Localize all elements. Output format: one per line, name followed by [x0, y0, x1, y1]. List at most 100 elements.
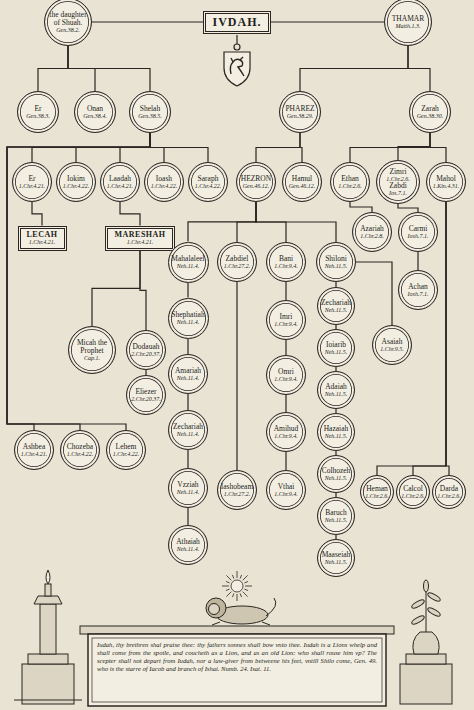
text-stack: LECAH1.Chr.4.21.: [27, 231, 58, 246]
person-name: Vzziah: [177, 481, 200, 489]
person-circle: Bani1.Chr.9.4.: [266, 242, 306, 282]
text-stack: Azariah1.Chr.2.8.: [360, 225, 384, 239]
sunburst: [222, 571, 252, 601]
sun-ray: [243, 592, 248, 597]
person-circle: HEZRONGen.46.12.: [236, 162, 276, 202]
person-circle: ShephatiahNeh.11.4.: [168, 298, 209, 339]
lineage-line: [430, 133, 446, 162]
text-stack: Vthai1.Chr.9.4.: [274, 483, 298, 497]
text-stack: AdaiahNeh.11.5.: [325, 383, 348, 397]
person-name: HEZRON: [241, 175, 271, 183]
person-circle: MahalaleelNeh.11.4.: [168, 242, 209, 283]
person-circle: Iashobeam1.Chr.27.2.: [217, 470, 257, 510]
scripture-reference: 1.Chr.9.4.: [274, 321, 298, 327]
scripture-reference: Gen.38.30.: [417, 113, 444, 119]
person-name: IVDAH.: [212, 16, 261, 29]
person-circle: HazaiahNeh.11.5.: [317, 413, 355, 451]
text-stack: MahalaleelNeh.11.4.: [171, 255, 204, 269]
lineage-line: [285, 452, 286, 470]
person-name: Darda: [437, 485, 461, 493]
text-stack: Dodauah2.Chr.20.37.: [131, 343, 161, 357]
person-name: PHAREZ: [285, 105, 314, 113]
text-stack: Amihud1.Chr.9.4.: [274, 425, 299, 439]
text-stack: CarmiIosh.7.1.: [408, 225, 429, 239]
sun-ray: [232, 593, 234, 597]
person-name: Colhozeh: [322, 467, 351, 475]
scripture-reference: Gen.38.4.: [83, 113, 107, 119]
text-stack: Ashbea1.Chr.4.21.: [21, 443, 48, 457]
text-stack: PHAREZGen.38.29.: [285, 105, 314, 119]
lineage-line: [398, 133, 430, 160]
text-stack: Bani1.Chr.9.4.: [274, 255, 298, 269]
lineage-line: [300, 46, 408, 91]
scripture-reference: Gen.38.5.: [138, 113, 162, 119]
lineage-line: [38, 46, 68, 91]
scripture-reference: 1.Chr.2.8.: [360, 233, 384, 239]
person-name: Athaiah: [176, 538, 200, 546]
text-stack: Ioash1.Chr.4.22.: [151, 175, 178, 189]
name-box: IVDAH.: [203, 11, 271, 34]
person-name: Heman: [365, 485, 389, 493]
scripture-reference: Gen.38.29.: [285, 113, 314, 119]
person-name: Zarah: [417, 105, 444, 113]
lineage-line: [187, 508, 188, 525]
text-stack: Iokim1.Chr.4.22.: [63, 175, 90, 189]
person-circle: HamulGen.46.12.: [282, 162, 322, 202]
scripture-reference: 1.Chr.9.5.: [380, 346, 404, 352]
text-stack: AthaiahNeh.11.4.: [176, 538, 200, 552]
couchant-lion: [80, 598, 394, 634]
scripture-reference: 1.Chr.9.4.: [274, 491, 298, 497]
person-name: Imri: [274, 313, 298, 321]
person-circle: Zimri1.Chr.2.6.ZabdiIos.7.1.: [376, 160, 420, 204]
person-name: Vthai: [274, 483, 298, 491]
person-circle: THAMARMatth.1.3.: [384, 0, 432, 46]
person-circle: Er1.Chr.4.21.: [12, 162, 52, 202]
person-name: Zabdiel: [224, 255, 251, 263]
lineage-line: [188, 202, 256, 242]
lineage-line: [256, 133, 300, 162]
scripture-reference: 2.Chr.20.37.: [131, 396, 161, 402]
lineage-line: [300, 133, 302, 162]
person-circle: Heman1.Chr.2.6.: [360, 475, 394, 509]
person-name: the daughter of Shuah.: [48, 11, 89, 27]
person-circle: Darda1.Chr.2.6.: [432, 475, 466, 509]
person-name: Dodauah: [131, 343, 161, 351]
text-stack: AmariahNeh.11.4.: [175, 367, 201, 381]
sun-ray: [226, 589, 230, 591]
person-circle: Iokim1.Chr.4.22.: [56, 162, 96, 202]
scripture-reference: 1.Chr.2.6.: [365, 493, 389, 499]
sun-ray: [240, 593, 242, 597]
sun-ray: [226, 581, 230, 583]
person-name: Achan: [408, 283, 429, 291]
scripture-reference: Neh.11.5.: [325, 349, 348, 355]
person-circle: ErGen.38.3.: [17, 91, 59, 133]
scripture-reference: 1.Chr.4.21.: [107, 183, 134, 189]
text-stack: Iashobeam1.Chr.27.2.: [221, 483, 254, 497]
person-name: Zabdi: [386, 182, 410, 190]
text-stack: BaruchNeh.11.5.: [325, 509, 348, 523]
lineage-line: [256, 202, 336, 242]
person-name: Lehem: [113, 443, 140, 451]
person-name: Ioiarib: [325, 341, 348, 349]
person-name: MARESHAH: [114, 231, 165, 239]
text-stack: ColhozehNeh.11.5.: [322, 467, 351, 481]
lineage-line: [285, 395, 286, 412]
scripture-reference: Neh.11.4.: [175, 375, 201, 381]
lineage-line: [120, 202, 140, 226]
scripture-reference: Gen.46.12.: [241, 183, 271, 189]
scripture-reference: 1.Kin.4.31.: [433, 183, 460, 189]
person-circle: Laadah1.Chr.4.21.: [100, 162, 140, 202]
scripture-reference: Gen.38.2.: [48, 27, 89, 33]
person-circle: AdaiahNeh.11.5.: [317, 371, 355, 409]
person-name: LECAH: [27, 231, 58, 239]
candlestick: [14, 570, 82, 704]
name-box: LECAH1.Chr.4.21.: [18, 226, 67, 251]
scripture-reference: Neh.11.4.: [171, 263, 204, 269]
person-name: Chozeba: [67, 443, 94, 451]
text-stack: Laadah1.Chr.4.21.: [107, 175, 134, 189]
lineage-line: [350, 202, 372, 212]
text-stack: Chozeba1.Chr.4.22.: [67, 443, 94, 457]
scripture-reference: 1.Chr.9.4.: [274, 433, 299, 439]
text-stack: ZechariahNeh.11.5.: [321, 299, 351, 313]
text-stack: Zabdiel1.Chr.27.2.: [224, 255, 251, 269]
